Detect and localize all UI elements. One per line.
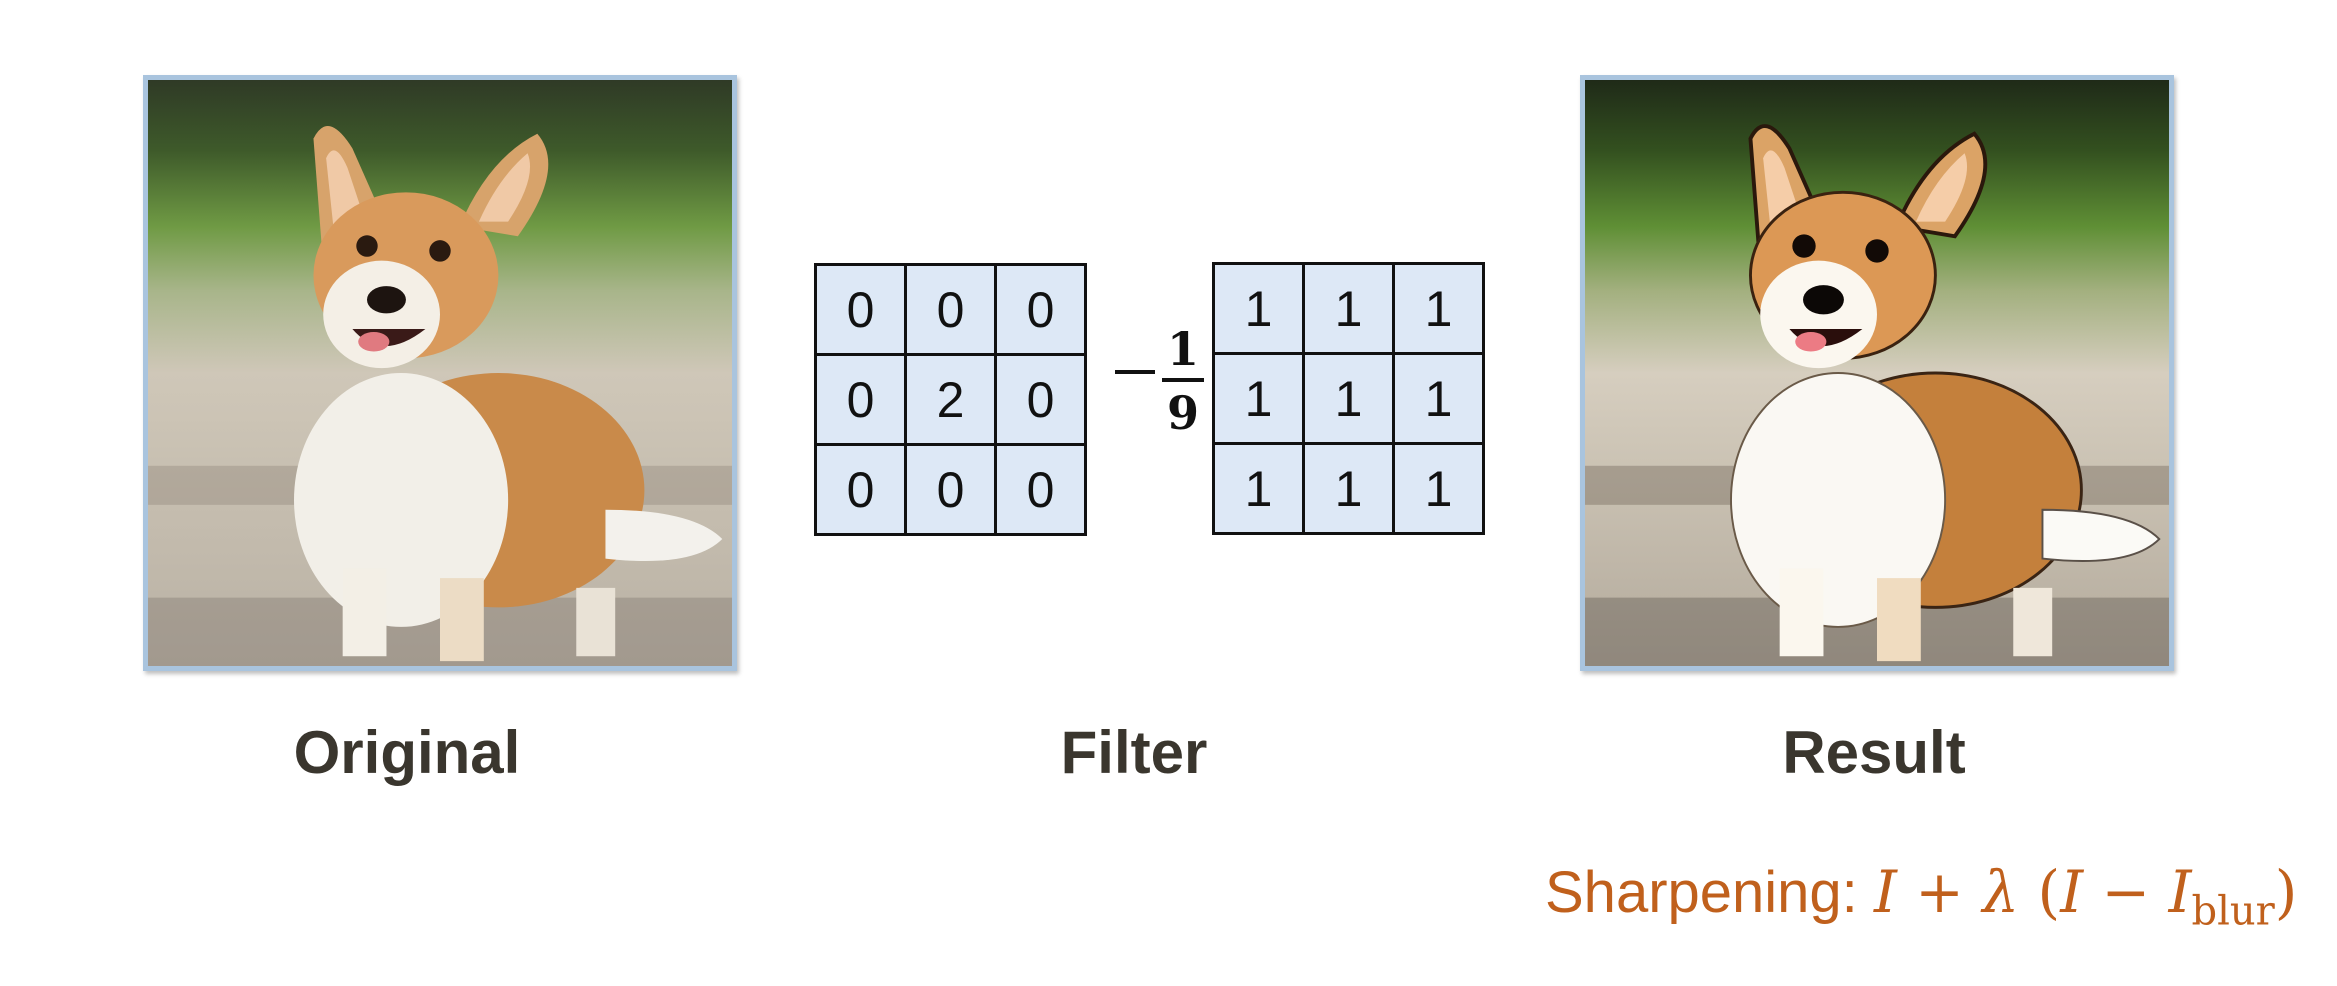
kernel-cell: 1 (1395, 355, 1485, 445)
formula-subscript-blur: blur (2191, 888, 2275, 935)
corgi-photo-sharpened (1585, 80, 2169, 666)
result-image (1580, 75, 2174, 671)
minus-sign (1115, 370, 1155, 374)
caption-result: Result (1782, 719, 1966, 786)
formula-var-i2: I (2060, 858, 2084, 926)
kernel-cell: 0 (817, 446, 907, 536)
fraction-numerator: 1 (1166, 322, 1199, 376)
fraction-denominator: 9 (1166, 386, 1199, 440)
formula-minus: − (2101, 858, 2151, 926)
formula-var-i3: I (2168, 858, 2192, 926)
formula-expression: I + λ (I − Iblur) (1873, 858, 2298, 935)
caption-original: Original (293, 719, 521, 786)
kernel-cell: 0 (997, 266, 1087, 356)
kernel-cell: 0 (907, 266, 997, 356)
caption-filter: Filter (1060, 719, 1208, 786)
box-blur-kernel: 1 1 1 1 1 1 1 1 1 (1212, 262, 1485, 535)
fraction-bar (1162, 378, 1204, 382)
kernel-cell: 1 (1395, 265, 1485, 355)
original-image (143, 75, 737, 671)
kernel-cell: 1 (1305, 265, 1395, 355)
kernel-cell: 0 (997, 446, 1087, 536)
sharpening-formula: Sharpening: I + λ (I − Iblur) (1545, 858, 2297, 935)
kernel-cell: 1 (1215, 445, 1305, 535)
formula-var-i: I (1873, 858, 1897, 926)
formula-plus: + (1915, 858, 1964, 926)
kernel-cell: 1 (1395, 445, 1485, 535)
formula-close-paren: ) (2274, 858, 2298, 926)
kernel-cell: 2 (907, 356, 997, 446)
formula-label: Sharpening: (1545, 860, 1858, 925)
formula-lambda: λ (1982, 858, 2020, 926)
kernel-cell: 0 (817, 356, 907, 446)
formula-open-paren: ( (2037, 858, 2061, 926)
fraction-one-ninth: 1 9 (1158, 326, 1208, 436)
kernel-cell: 1 (1305, 355, 1395, 445)
identity-kernel: 0 0 0 0 2 0 0 0 0 (814, 263, 1087, 536)
corgi-photo-original (148, 80, 732, 666)
kernel-cell: 1 (1215, 355, 1305, 445)
kernel-cell: 0 (817, 266, 907, 356)
kernel-cell: 1 (1215, 265, 1305, 355)
kernel-cell: 0 (907, 446, 997, 536)
kernel-cell: 1 (1305, 445, 1395, 535)
kernel-cell: 0 (997, 356, 1087, 446)
